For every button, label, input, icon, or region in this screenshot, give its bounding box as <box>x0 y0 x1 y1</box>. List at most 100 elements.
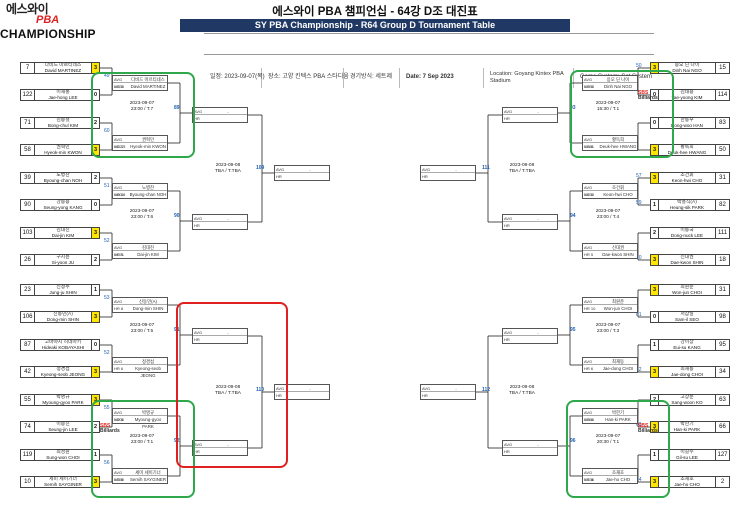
player-name-korean: 다비드 마르티네스 <box>44 63 82 68</box>
average-label: AVG 1.800 <box>114 185 125 197</box>
info-location-en: Location: Goyang Kintex PBA Stadium <box>484 68 574 88</box>
player-name-korean: 최성원 <box>56 450 70 455</box>
empty-player-slot: - <box>309 167 311 172</box>
r16-top-row: AVG- <box>503 441 557 448</box>
r8-top-row: AVG- <box>421 385 475 392</box>
seed-number: 114 <box>715 89 730 101</box>
player-name-korean: 신동민(A) <box>139 299 157 304</box>
handicap-badge: 2 <box>650 227 659 239</box>
r16-bottom-row: HR <box>503 336 557 343</box>
r16-bottom-row: HR <box>193 115 247 122</box>
r16-top-row: AVG- <box>193 108 247 115</box>
r32-name-korean-row: AVG 1.200 박명규 <box>113 409 167 422</box>
average-label: AVG <box>584 299 593 304</box>
average-label: AVG <box>584 245 593 250</box>
player-name-english: Hyeok-min KWON <box>130 144 166 149</box>
match-date: 2023-09-07 <box>129 101 155 106</box>
handicap-badge: 2 <box>91 172 100 184</box>
match-number-label: 52 <box>104 350 110 356</box>
r32-name-korean-row: AVG 1.800 노병찬 <box>113 184 167 197</box>
match-number: 93 <box>570 105 576 111</box>
high-run-label: HR 5 <box>114 84 124 89</box>
high-run-label: HR 14 <box>114 192 126 197</box>
high-run-label: HR <box>194 223 200 228</box>
r16-slot-right: AVG-HR <box>502 107 558 123</box>
r16-date: 2023-09-08 <box>509 385 535 390</box>
average-label: AVG <box>504 216 513 221</box>
match-number-label: 53 <box>104 295 110 301</box>
handicap-badge: 0 <box>650 117 659 129</box>
info-system-ko: 경기방식: 세트제 <box>344 68 400 88</box>
match-number-label: 57 <box>636 173 642 179</box>
player-name-english: Heung-sik PARK <box>669 205 705 210</box>
player-name-korean: 조재호 <box>680 477 694 482</box>
r16-slot-right: AVG-HR <box>502 214 558 230</box>
player-name-english: Gil-su LEE <box>676 455 698 460</box>
r8-bottom-row: HR <box>421 392 475 399</box>
player-name-korean: 고상운 <box>680 395 694 400</box>
r8-slot: AVG-HR <box>420 384 476 400</box>
average-label: AVG <box>276 386 285 391</box>
player-name-english: Eui-su KANG <box>673 345 701 350</box>
seed-number: 119 <box>20 449 35 461</box>
pba-championship-logo: 에스와이 PBA CHAMPIONSHIP <box>0 0 104 46</box>
sbs-text: SBS <box>638 423 649 429</box>
average-label: AVG 1.233 <box>584 185 595 197</box>
r16-slot-right: AVG-HR <box>502 440 558 456</box>
r16-bottom-row: HR <box>193 336 247 343</box>
match-number-label: 60 <box>104 128 110 134</box>
r16-time-table: TBA / T.TBA <box>508 391 536 396</box>
average-label: AVG <box>114 299 123 304</box>
seed-number: 111 <box>715 227 730 239</box>
handicap-badge: 3 <box>650 254 659 266</box>
handicap-badge: 3 <box>650 172 659 184</box>
player-name-english: Sung-won CHOI <box>46 455 80 460</box>
seed-number: 7 <box>20 62 35 74</box>
match-date: 2023-09-07 <box>129 209 155 214</box>
title-english: SY PBA Championship - R64 Group D Tourna… <box>180 19 570 32</box>
seed-number: 95 <box>715 339 730 351</box>
r16-match-number: 110 <box>256 387 265 393</box>
r8-slot: AVG-HR <box>274 165 330 181</box>
player-name-korean: 노병찬 <box>141 185 155 190</box>
high-run-label: HR <box>194 337 200 342</box>
handicap-badge: 3 <box>91 227 100 239</box>
empty-player-slot: - <box>227 330 229 335</box>
average-label: AVG 1.200 <box>114 410 125 422</box>
billiards-text: Billiards <box>638 428 658 434</box>
seed-number: 31 <box>715 284 730 296</box>
r16-top-row: AVG- <box>503 108 557 115</box>
handicap-badge: 1 <box>650 199 659 211</box>
player-name-english: Tae-yoong KIM <box>671 95 703 100</box>
player-name-korean: 권혁민 <box>56 145 70 150</box>
player-name-korean: 박명규 <box>141 410 155 415</box>
match-number-label: 49 <box>104 73 110 79</box>
r8-top-row: AVG- <box>275 385 329 392</box>
average-label: AVG <box>504 330 513 335</box>
player-name-korean: 김태용 <box>680 90 694 95</box>
average-label: AVG 1.071 <box>114 245 125 257</box>
